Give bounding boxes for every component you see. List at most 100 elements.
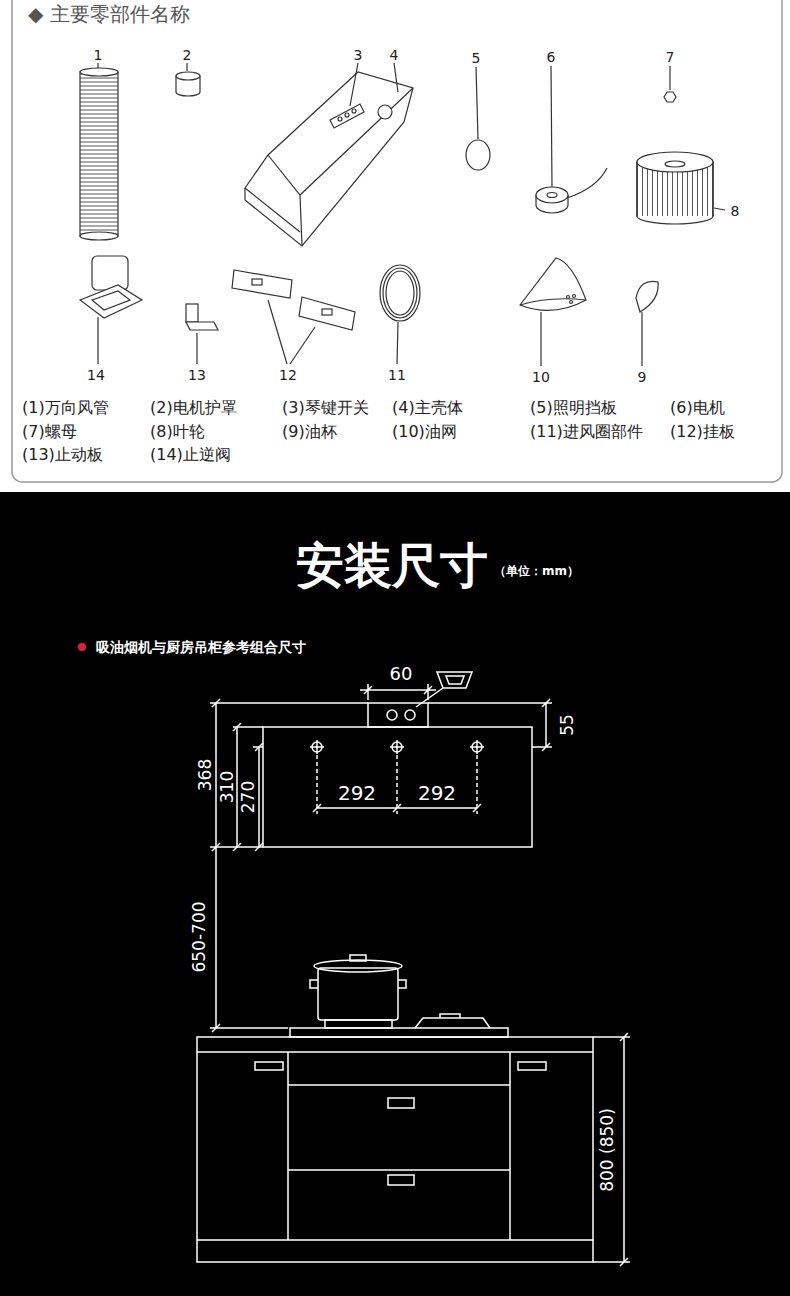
parts-drawings: [80, 63, 725, 366]
parts-drawings: [664, 92, 676, 102]
subheading: 吸油烟机与厨房吊柜参考组合尺寸: [96, 640, 306, 654]
section-title: 安装尺寸: [296, 541, 488, 589]
part-name: (1)万向风管: [22, 400, 109, 416]
parts-drawings: [330, 104, 364, 128]
parts-drawings: [386, 271, 414, 315]
part-name: (2)电机护罩: [150, 400, 237, 416]
parts-drawings: [476, 67, 478, 139]
parts-drawings: [186, 63, 187, 71]
parts-drawings: [268, 300, 287, 364]
parts-drawings: [397, 322, 398, 364]
parts-drawings: [378, 105, 392, 119]
part-name: (9)油杯: [282, 424, 337, 440]
parts-drawings: [176, 72, 200, 80]
parts-drawings: [345, 113, 349, 117]
dimension-drawing: [212, 699, 263, 851]
callout-number: 7: [666, 50, 675, 64]
parts-drawings: [186, 304, 198, 322]
dimension: 800 (850): [599, 1108, 616, 1192]
callout-number: 12: [279, 368, 297, 382]
part-name: (14)止逆阀: [150, 447, 231, 463]
parts-drawings: [520, 258, 586, 310]
parts-drawings: [570, 301, 573, 304]
dimension-drawing: [263, 727, 532, 847]
dimension-drawing: [197, 672, 630, 1266]
parts-drawings: [232, 270, 292, 298]
parts-drawings: [290, 327, 315, 364]
parts-drawings: [669, 66, 670, 90]
parts-drawings: [714, 208, 725, 210]
dimension-drawing: [360, 684, 436, 700]
dimension-drawing: [387, 710, 397, 720]
callout-number: 2: [183, 48, 192, 62]
dimension-drawing: [437, 672, 472, 688]
callout-number: 8: [731, 204, 740, 218]
parts-drawings: [636, 162, 637, 216]
parts-panel: [12, 0, 782, 482]
parts-drawings: [245, 72, 413, 246]
dimension: 270: [240, 781, 257, 813]
parts-drawings: [712, 162, 713, 216]
dimension-drawing: [518, 1062, 546, 1070]
parts-drawings: [641, 312, 642, 366]
parts-drawings: [380, 265, 420, 321]
dimension-drawing: [593, 1033, 630, 1266]
parts-drawings: [637, 152, 713, 172]
parts-drawings: [186, 322, 218, 330]
dimension: 292: [418, 783, 456, 803]
dimension-drawing: [310, 980, 406, 988]
install-ground: [78, 643, 86, 651]
dimension-drawing: [428, 699, 552, 751]
parts-drawings: [383, 268, 417, 318]
dimension-drawing: [350, 955, 366, 961]
dimension-drawing: [325, 1020, 392, 1028]
parts-drawings: [97, 63, 98, 68]
dimension-drawing: [197, 1037, 593, 1262]
dimension-drawing: [255, 1062, 283, 1070]
parts-drawings: [350, 63, 358, 106]
part-name: (13)止动板: [22, 447, 103, 463]
parts-drawings: [567, 296, 570, 299]
parts-drawings: [92, 291, 130, 310]
parts-drawings: [536, 187, 568, 203]
install-ground: [0, 492, 790, 1296]
dimension-drawing: [314, 960, 402, 972]
callout-number: 14: [87, 368, 105, 382]
parts-drawings: [520, 299, 586, 305]
dimension-drawing: [317, 755, 477, 814]
dimension: 310: [218, 771, 235, 803]
parts-panel: [12, 0, 782, 482]
parts-drawings: [573, 295, 576, 298]
parts-drawings: [252, 279, 262, 285]
install-ground: [0, 492, 790, 1296]
dimension-drawing: [210, 847, 288, 1032]
callout-number: 5: [472, 51, 481, 65]
parts-drawings: [665, 161, 685, 167]
parts-drawings: [551, 66, 552, 188]
callout-number: 3: [354, 48, 363, 62]
parts-drawings: [80, 72, 118, 236]
part-name: (12)挂板: [670, 424, 735, 440]
part-name: (8)叶轮: [150, 424, 205, 440]
dimension-drawing: [313, 804, 481, 812]
part-name: (7)螺母: [22, 424, 77, 440]
dimension-drawing: [388, 1098, 414, 1108]
panel-heading: ◆ 主要零部件名称: [28, 4, 190, 24]
dimension-drawing: [405, 710, 415, 720]
callout-number: 6: [547, 50, 556, 64]
parts-drawings: [466, 140, 490, 170]
callout-number: 1: [94, 48, 103, 62]
parts-drawings: [299, 297, 355, 330]
parts-drawings: [540, 312, 541, 366]
unit-note: （单位：mm）: [494, 565, 579, 577]
dimension-drawing: [210, 703, 368, 847]
parts-drawings: [322, 309, 332, 315]
part-name: (3)琴键开关: [282, 400, 369, 416]
callout-number: 13: [188, 368, 206, 382]
dimension-drawing: [368, 703, 428, 727]
dimension-drawing: [415, 1014, 490, 1028]
callout-number: 10: [532, 370, 550, 384]
part-name: (11)进风圈部件: [530, 424, 643, 440]
parts-drawings: [547, 193, 557, 198]
